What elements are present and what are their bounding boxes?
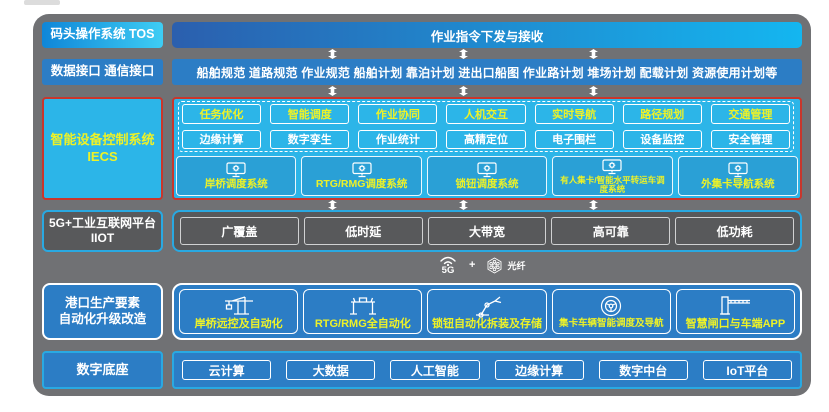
iiot-panel: 广覆盖 低时延 大带宽 高可靠 低功耗 xyxy=(172,210,802,252)
capability-chip: 智能调度 xyxy=(270,104,350,124)
iecs-label-line2: IECS xyxy=(87,148,118,164)
upgrade-label-text: 岸桥远控及自动化 xyxy=(194,317,283,330)
system-box: RTG/RMG调度系统 xyxy=(301,156,422,196)
gantry-crane-icon xyxy=(349,296,376,315)
upgrade-box: 智慧闸口与车端APP xyxy=(675,289,796,334)
iecs-label: 智能设备控制系统 IECS xyxy=(42,97,163,200)
capability-chip: 高精定位 xyxy=(446,129,526,149)
updown-arrow xyxy=(589,49,598,59)
base-item: 数字中台 xyxy=(598,360,688,380)
upgrade-box: 集卡车辆智能调度及导航 xyxy=(551,289,671,334)
monitor-gear-icon xyxy=(728,162,748,178)
upgrade-box: RTG/RMG全自动化 xyxy=(303,289,423,334)
system-box: 锁钮调度系统 xyxy=(426,156,548,196)
upgrade-label-line2: 自动化升级改造 xyxy=(58,311,147,326)
capability-chip: 路径规划 xyxy=(622,104,702,124)
capability-chip: 实时导航 xyxy=(534,104,614,124)
system-box: 外集卡导航系统 xyxy=(677,156,799,196)
upgrade-label-text: 锁钮自动化拆装及存储 xyxy=(432,317,542,330)
updown-arrow xyxy=(328,86,337,96)
robot-arm-icon xyxy=(476,295,502,318)
upgrade-label-text: 智慧闸口与车端APP xyxy=(685,317,786,330)
quay-crane-icon xyxy=(224,295,253,315)
iecs-capability-dashed-frame xyxy=(178,101,794,152)
system-label: 外集卡导航系统 xyxy=(701,177,775,190)
capability-chip: 作业统计 xyxy=(358,129,438,149)
network-band: 5G + 光纤 xyxy=(438,252,525,278)
watermark xyxy=(24,0,60,5)
capability-chip: 电子围栏 xyxy=(534,129,614,149)
upgrade-label: 港口生产要素 自动化升级改造 xyxy=(42,283,163,340)
capability-chip: 设备监控 xyxy=(622,129,702,149)
iecs-systems-row: 岸桥调度系统 RTG/RMG调度系统 锁钮调度系统 有人集卡/智能水平转运车调度… xyxy=(176,156,799,196)
network-feature: 低功耗 xyxy=(675,217,794,245)
capability-chip: 边缘计算 xyxy=(182,129,262,149)
updown-arrow xyxy=(459,86,468,96)
updown-arrow xyxy=(459,200,468,210)
iiot-label-line1: 5G+工业互联网平台 xyxy=(48,216,157,230)
base-item: 人工智能 xyxy=(390,360,480,380)
monitor-gear-icon xyxy=(226,162,246,178)
base-item: 边缘计算 xyxy=(494,360,584,380)
network-feature: 大带宽 xyxy=(427,217,547,245)
tos-label: 码头操作系统 TOS xyxy=(42,22,163,48)
digital-base-panel: 云计算 大数据 人工智能 边缘计算 数字中台 IoT平台 xyxy=(172,351,802,389)
digital-base-label: 数字底座 xyxy=(42,351,163,389)
base-item: IoT平台 xyxy=(702,360,793,380)
plan-spec-bar: 船舶规范 道路规范 作业规范 船舶计划 靠泊计划 进出口船图 作业路计划 堆场计… xyxy=(172,59,802,85)
capability-chip: 人机交互 xyxy=(446,104,526,124)
updown-arrow xyxy=(589,200,598,210)
network-feature: 低时延 xyxy=(303,217,423,245)
capability-chip: 作业协同 xyxy=(358,104,438,124)
network-feature: 高可靠 xyxy=(551,217,671,245)
monitor-gear-icon xyxy=(602,158,623,174)
system-box: 岸桥调度系统 xyxy=(176,156,297,196)
fiber-icon xyxy=(487,256,502,274)
5g-text: 5G xyxy=(441,264,455,276)
updown-arrow xyxy=(328,200,337,210)
capability-chip: 安全管理 xyxy=(710,129,790,149)
system-box: 有人集卡/智能水平转运车调度系统 xyxy=(552,156,673,196)
base-item: 大数据 xyxy=(286,360,376,380)
monitor-gear-icon xyxy=(352,162,372,178)
capability-chip: 任务优化 xyxy=(182,104,262,124)
updown-arrow xyxy=(328,49,337,59)
gate-barrier-icon xyxy=(720,295,751,315)
updown-arrow xyxy=(459,49,468,59)
upgrade-box: 锁钮自动化拆装及存储 xyxy=(427,289,547,334)
system-label: 有人集卡/智能水平转运车调度系统 xyxy=(560,174,665,194)
fiber-text: 光纤 xyxy=(507,260,526,271)
capability-chip: 数字孪生 xyxy=(270,129,350,149)
plus-sign: + xyxy=(469,259,476,271)
5g-icon: 5G xyxy=(438,255,458,276)
network-feature: 广覆盖 xyxy=(180,217,299,245)
upgrade-label-text: RTG/RMG全自动化 xyxy=(314,317,411,330)
upgrade-box: 岸桥远控及自动化 xyxy=(179,289,299,334)
system-label: RTG/RMG调度系统 xyxy=(315,177,408,190)
upgrade-label-line1: 港口生产要素 xyxy=(64,295,140,310)
updown-arrow xyxy=(589,86,598,96)
system-label: 岸桥调度系统 xyxy=(204,177,268,190)
upgrade-label-text: 集卡车辆智能调度及导航 xyxy=(558,318,664,330)
tos-command-bar: 作业指令下发与接收 xyxy=(172,22,802,48)
steering-wheel-icon xyxy=(601,296,622,317)
monitor-gear-icon xyxy=(477,162,497,178)
iecs-capability-grid: 任务优化 智能调度 作业协同 人机交互 实时导航 路径规划 交通管理 边缘计算 … xyxy=(182,104,790,149)
iecs-label-line1: 智能设备控制系统 xyxy=(50,132,155,148)
upgrade-panel: 岸桥远控及自动化 RTG/RMG全自动化 锁钮自动化拆装及存储 集卡车辆智能调度… xyxy=(172,283,802,340)
system-label: 锁钮调度系统 xyxy=(455,177,519,190)
iiot-label-line2: IIOT xyxy=(90,231,115,245)
interface-label: 数据接口 通信接口 xyxy=(42,59,163,85)
capability-chip: 交通管理 xyxy=(710,104,790,124)
iiot-label: 5G+工业互联网平台 IIOT xyxy=(42,210,163,252)
base-item: 云计算 xyxy=(181,360,272,380)
